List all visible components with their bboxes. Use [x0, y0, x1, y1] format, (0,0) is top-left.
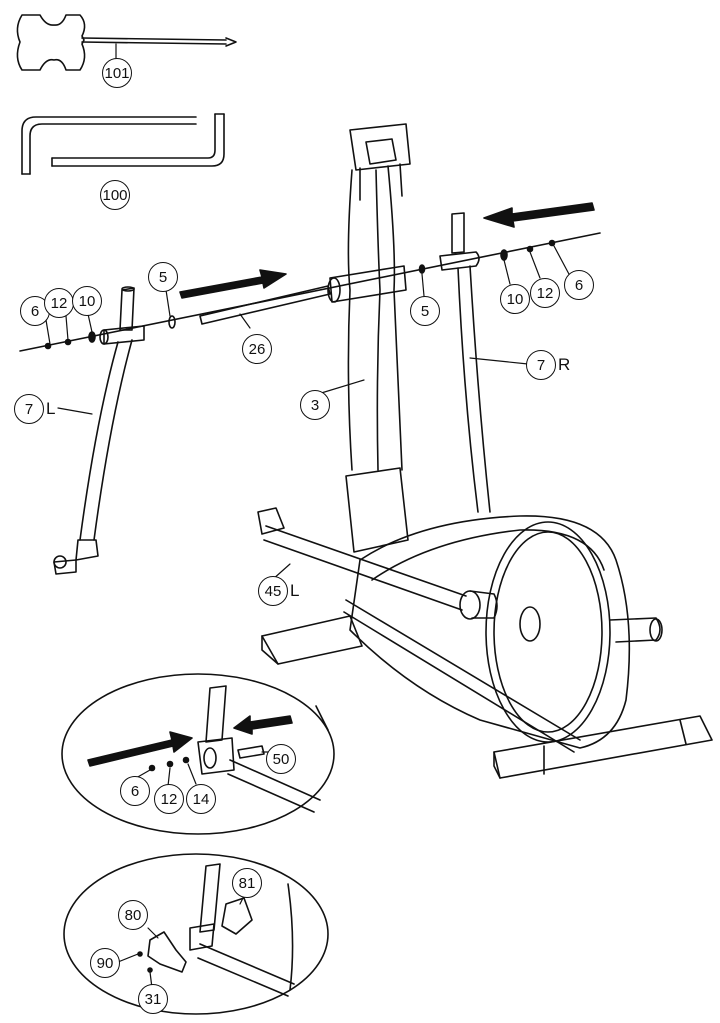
part-3-label: 3 — [300, 390, 330, 420]
allen-key-icon — [21, 113, 225, 175]
detail2-part-81-number: 81 — [232, 868, 262, 898]
part-12-left-label: 12 — [44, 288, 74, 318]
pedal-arm-left — [257, 507, 498, 620]
detail2-part-81-label: 81 — [232, 868, 262, 898]
part-12-right-label: 12 — [530, 278, 560, 308]
base-frame — [261, 599, 713, 779]
handle-arm-right — [439, 212, 491, 513]
part-45l-label: 45 L — [258, 576, 299, 606]
detail2-part-90-number: 90 — [90, 948, 120, 978]
detail1-part-50-number: 50 — [266, 744, 296, 774]
part-5-right-number: 5 — [410, 296, 440, 326]
detail1-part-14-number: 14 — [186, 784, 216, 814]
part-10-left-number: 10 — [72, 286, 102, 316]
part-10-right-label: 10 — [500, 284, 530, 314]
part-6-right-label: 6 — [564, 270, 594, 300]
part-101-number: 101 — [102, 58, 132, 88]
part-7l-number: 7 — [14, 394, 44, 424]
part-5-right-label: 5 — [410, 296, 440, 326]
leader-lines — [45, 43, 571, 989]
detail1-part-50-label: 50 — [266, 744, 296, 774]
part-12-right-number: 12 — [530, 278, 560, 308]
part-3-number: 3 — [300, 390, 330, 420]
part-7r-side: R — [558, 355, 571, 374]
axle — [199, 285, 331, 325]
detail1-part-12-number: 12 — [154, 784, 184, 814]
part-100-number: 100 — [100, 180, 130, 210]
part-100-label: 100 — [100, 180, 130, 210]
part-5-left-label: 5 — [148, 262, 178, 292]
detail-view-1 — [61, 673, 335, 835]
t-handle-key-icon — [16, 14, 237, 71]
handle-arm-left — [53, 286, 145, 575]
part-10-left-label: 10 — [72, 286, 102, 316]
spacer-left — [168, 315, 176, 329]
part-45l-side: L — [290, 581, 300, 600]
detail2-part-90-label: 90 — [90, 948, 120, 978]
detail2-part-80-label: 80 — [118, 900, 148, 930]
part-7r-label: 7 R — [526, 350, 570, 380]
part-6-right-number: 6 — [564, 270, 594, 300]
fasteners-right — [418, 239, 556, 274]
arrow-right-icon — [179, 269, 287, 299]
detail2-part-80-number: 80 — [118, 900, 148, 930]
part-5-left-number: 5 — [148, 262, 178, 292]
detail2-part-31-number: 31 — [138, 984, 168, 1014]
part-7l-side: L — [46, 399, 56, 418]
part-26-label: 26 — [242, 334, 272, 364]
arrow-left-icon — [483, 202, 595, 228]
part-12-left-number: 12 — [44, 288, 74, 318]
part-101-label: 101 — [102, 58, 132, 88]
part-10-right-number: 10 — [500, 284, 530, 314]
fasteners-left — [44, 331, 96, 350]
part-45l-number: 45 — [258, 576, 288, 606]
part-7r-number: 7 — [526, 350, 556, 380]
detail1-part-14-label: 14 — [186, 784, 216, 814]
detail1-part-12-label: 12 — [154, 784, 184, 814]
detail1-part-6-label: 6 — [120, 776, 150, 806]
flywheel-housing — [349, 515, 663, 749]
main-post — [327, 123, 411, 553]
detail-view-2 — [63, 853, 329, 1015]
part-26-number: 26 — [242, 334, 272, 364]
part-7l-label: 7 L — [14, 394, 55, 424]
detail1-part-6-number: 6 — [120, 776, 150, 806]
detail2-part-31-label: 31 — [138, 984, 168, 1014]
